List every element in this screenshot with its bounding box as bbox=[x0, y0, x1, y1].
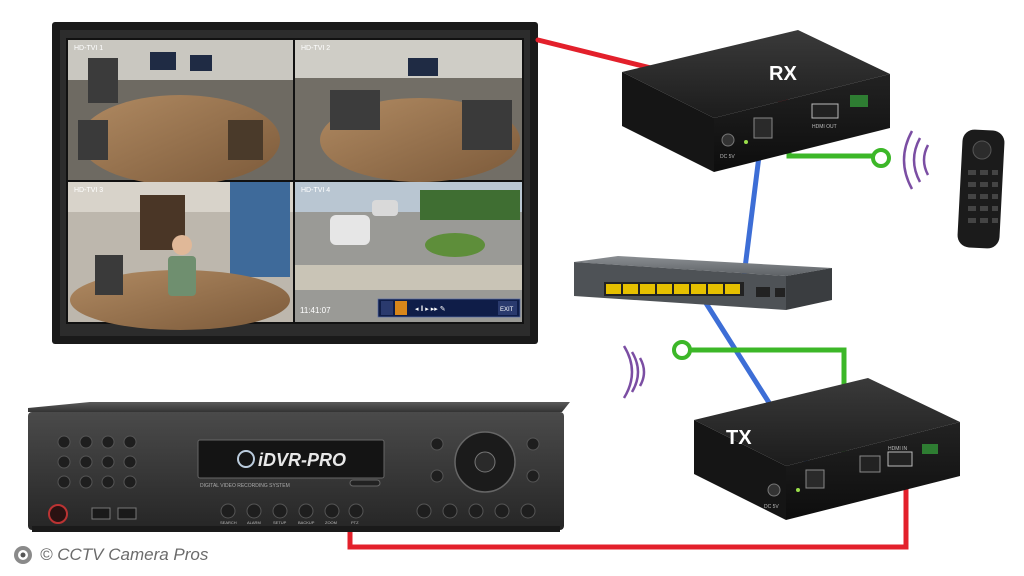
camera-4-name: HD-TVI 4 bbox=[301, 187, 330, 194]
dvr-brand-icon bbox=[237, 450, 255, 468]
monitor-timestamp: 11:41:07 bbox=[300, 306, 331, 315]
rx-port-label: HDMI OUT bbox=[812, 124, 837, 130]
hdmi-cable-dvr-tx bbox=[347, 467, 909, 550]
camera-1-name: HD-TVI 1 bbox=[74, 45, 103, 52]
copyright-text: © CCTV Camera Pros bbox=[40, 545, 209, 564]
dvr-button-setup: SETUP bbox=[273, 520, 287, 525]
ir-eye-rx-icon bbox=[871, 148, 891, 168]
playback-icons-icon[interactable]: ◂ ‖ ▸ ▸▸ ✎ bbox=[415, 306, 446, 313]
dvr-button-zoom: ZOOM bbox=[325, 520, 337, 525]
playback-toolbar: ◂ ‖ ▸ ▸▸ ✎ EXIT bbox=[377, 298, 521, 318]
tx-power-label: DC 5V bbox=[764, 504, 779, 510]
dvr-recorder: iDVR-PRO DIGITAL VIDEO RECORDING SYSTEM … bbox=[28, 402, 570, 532]
camera-pros-logo-icon bbox=[14, 546, 32, 564]
dvr-brand: iDVR-PRO bbox=[258, 450, 346, 470]
dvr-button-search: SEARCH bbox=[220, 520, 237, 525]
dvr-button-ptz: PTZ bbox=[351, 520, 359, 525]
playback-exit-label[interactable]: EXIT bbox=[500, 307, 514, 313]
ir-signal-waves-icon bbox=[902, 130, 930, 190]
rx-power-label: DC 5V bbox=[720, 154, 735, 160]
camera-tile-office-right: HD-TVI 2 bbox=[295, 40, 522, 182]
ir-eye-tx-icon bbox=[672, 340, 692, 360]
dvr-button-alarm: ALARM bbox=[247, 520, 261, 525]
tx-label: TX bbox=[726, 427, 752, 449]
tx-transmitter: TX DC 5V HDMI IN bbox=[694, 378, 960, 520]
usb-port-1 bbox=[91, 507, 111, 520]
dvr-button-backup: BACKUP bbox=[298, 520, 315, 525]
usb-port-2 bbox=[117, 507, 137, 520]
camera-tile-office-left: HD-TVI 1 bbox=[68, 40, 293, 185]
camera-3-name: HD-TVI 3 bbox=[74, 187, 103, 194]
ir-signal-waves-tx-icon bbox=[622, 345, 646, 399]
camera-2-name: HD-TVI 2 bbox=[301, 45, 330, 52]
ir-remote bbox=[957, 129, 1005, 249]
network-switch bbox=[574, 256, 832, 310]
rx-receiver: RX DC 5V HDMI OUT bbox=[622, 30, 890, 172]
dvr-power-button[interactable] bbox=[48, 504, 68, 524]
camera-tile-room-person: HD-TVI 3 bbox=[68, 182, 293, 330]
rx-label: RX bbox=[769, 63, 797, 85]
copyright-credit: © CCTV Camera Pros bbox=[12, 544, 208, 566]
dvr-subtitle: DIGITAL VIDEO RECORDING SYSTEM bbox=[200, 483, 290, 489]
monitor: HD-TVI 1 HD-TVI 2 HD-TVI 3 bbox=[52, 22, 538, 344]
tx-port-label: HDMI IN bbox=[888, 446, 908, 452]
